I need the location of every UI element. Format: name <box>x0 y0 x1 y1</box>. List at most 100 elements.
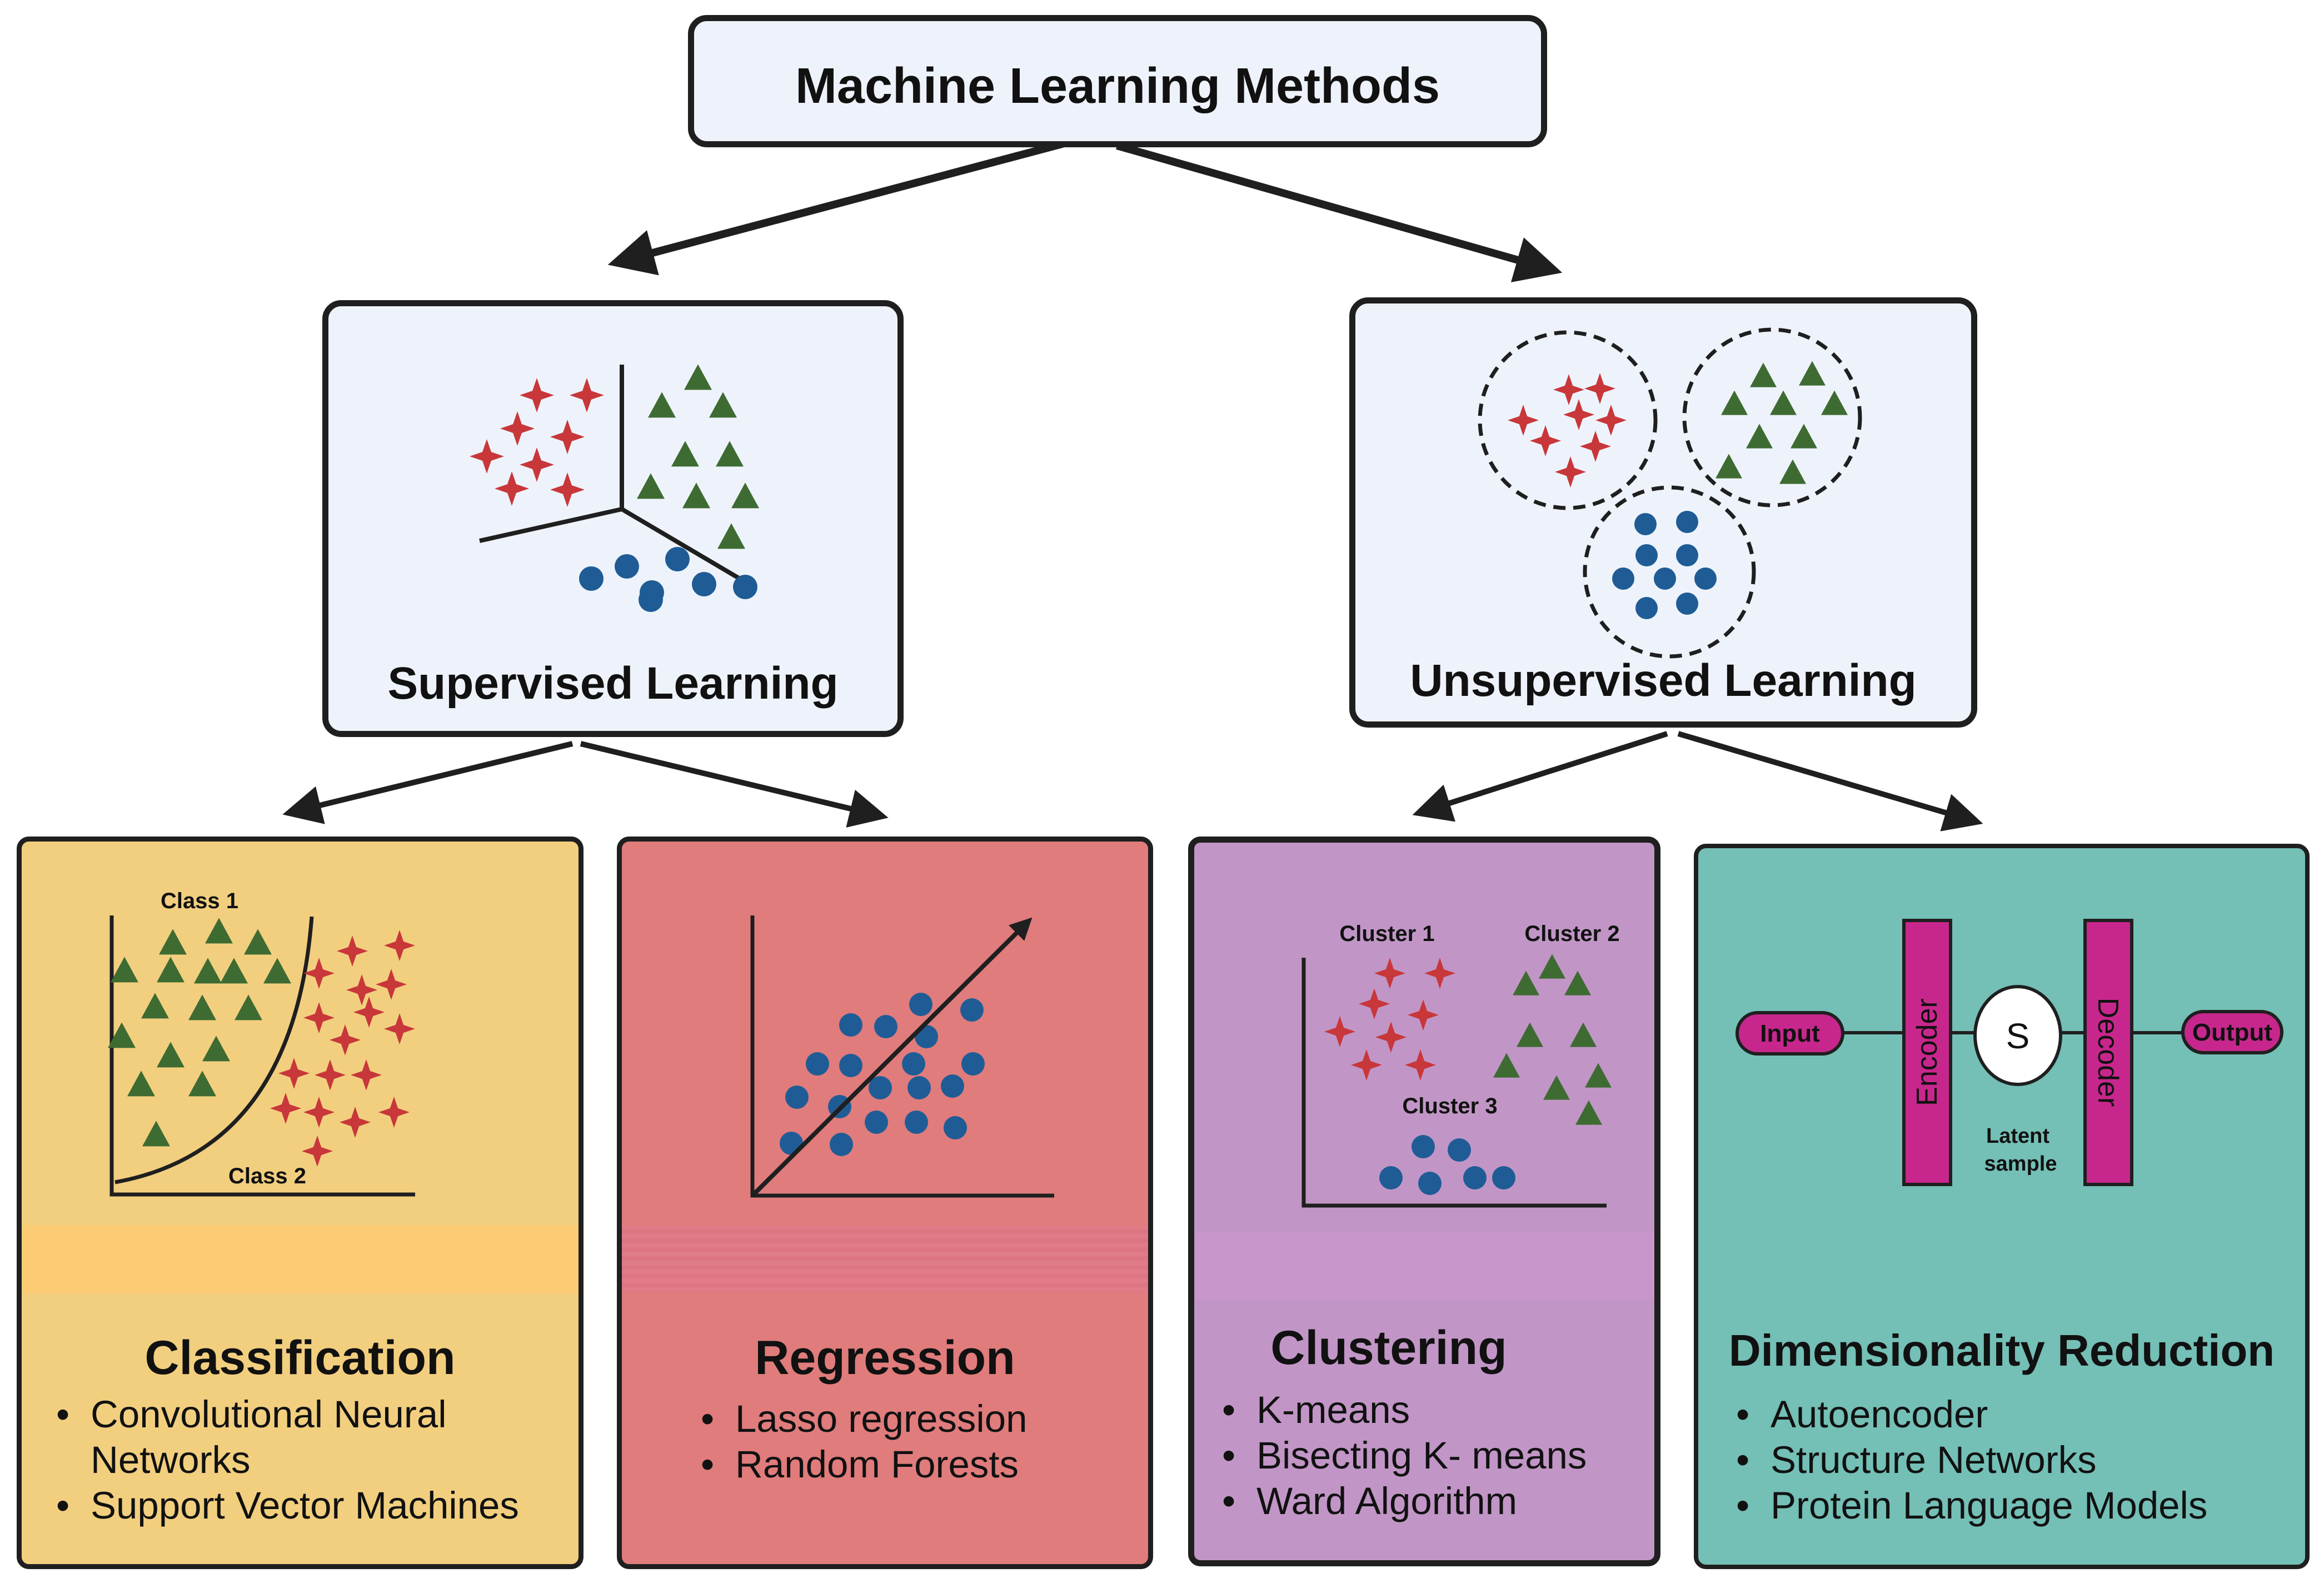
blue-dot-marker <box>1635 597 1658 619</box>
latent-node <box>1973 985 2062 1086</box>
supervised-illustration <box>470 364 759 612</box>
blue-dot-marker <box>639 588 663 612</box>
cluster-ring-stars <box>1478 330 1658 510</box>
blue-dot-marker <box>1634 513 1657 535</box>
green-triangle-marker <box>682 482 710 509</box>
classification-title: Classification <box>144 1331 456 1385</box>
red-star-marker <box>500 411 535 446</box>
blue-dot-marker <box>839 1054 862 1077</box>
regression-plot <box>750 915 1054 1198</box>
classification-green-triangles <box>108 918 291 1147</box>
blue-dot-marker <box>869 1076 892 1099</box>
output-node <box>2181 1010 2283 1054</box>
blue-dot-marker <box>615 554 639 579</box>
red-star-marker <box>303 958 335 989</box>
red-star-marker <box>303 1002 335 1033</box>
red-star-marker <box>270 1093 301 1124</box>
red-star-marker <box>346 974 377 1005</box>
blue-dot-marker <box>1418 1172 1442 1195</box>
latent-caption-line1: Latent <box>1986 1124 2049 1148</box>
list-item: Convolutional Neural Networks <box>44 1392 577 1483</box>
red-star-marker <box>340 1107 371 1138</box>
latent-label: S <box>2006 1016 2030 1056</box>
blue-dot-marker <box>665 547 690 571</box>
cluster-ring-triangles <box>1682 327 1862 507</box>
red-star-marker <box>1324 1016 1355 1047</box>
arrow-unsupervised-to-clustering <box>1412 731 1668 822</box>
cluster-1-label: Cluster 1 <box>1339 922 1434 946</box>
green-triangle-marker <box>709 392 737 418</box>
blue-dot-marker <box>1676 544 1698 566</box>
root-title: Machine Learning Methods <box>795 58 1440 114</box>
green-triangle-marker <box>1517 1022 1543 1047</box>
dimensionality-list: Autoencoder Structure Networks Protein L… <box>1724 1392 2302 1529</box>
green-triangle-marker <box>244 929 272 955</box>
regression-band <box>622 1225 1148 1293</box>
unsupervised-blue-dots <box>1612 511 1717 619</box>
dimensionality-card: Input Encoder S Latent sample Decoder Ou… <box>1694 844 2310 1569</box>
arrow-supervised-to-classification <box>282 741 573 824</box>
blue-dot-marker <box>692 572 716 596</box>
output-label: Output <box>2192 1019 2273 1046</box>
autoencoder-diagram: Input Encoder S Latent sample Decoder Ou… <box>1735 919 2283 1186</box>
green-triangle-marker <box>127 1071 155 1097</box>
input-label: Input <box>1760 1020 1820 1047</box>
red-star-marker <box>278 1058 310 1089</box>
decoder-label: Decoder <box>2092 998 2124 1107</box>
green-triangle-marker <box>220 958 248 984</box>
regression-blue-dots <box>780 993 985 1156</box>
green-triangle-marker <box>205 918 233 944</box>
red-star-marker <box>495 471 529 506</box>
green-triangle-marker <box>1715 454 1742 479</box>
unsupervised-green-triangles <box>1715 361 1848 484</box>
blue-dot-marker <box>839 1013 862 1037</box>
green-triangle-marker <box>1779 459 1806 484</box>
green-triangle-marker <box>717 523 745 549</box>
supervised-red-stars <box>470 378 604 507</box>
red-star-marker <box>1508 405 1539 436</box>
trend-arrow <box>752 917 1033 1196</box>
green-triangle-marker <box>1570 1022 1597 1047</box>
red-star-marker <box>1424 958 1455 989</box>
green-triangle-marker <box>1750 362 1777 387</box>
red-star-marker <box>1553 374 1584 405</box>
red-star-marker <box>550 472 585 507</box>
unsupervised-red-stars <box>1508 373 1627 487</box>
green-triangle-marker <box>1575 1100 1602 1125</box>
blue-dot-marker <box>941 1074 964 1098</box>
blue-dot-marker <box>1635 544 1658 566</box>
blue-dot-marker <box>1379 1166 1403 1189</box>
blue-dot-marker <box>907 1076 931 1099</box>
green-triangle-marker <box>111 957 138 983</box>
blue-dot-marker <box>1412 1135 1435 1158</box>
blue-dot-marker <box>944 1116 967 1139</box>
blue-dot-marker <box>830 1133 853 1156</box>
green-triangle-marker <box>1543 1075 1570 1100</box>
clustering-red-stars <box>1324 958 1455 1081</box>
green-triangle-marker <box>108 1022 136 1048</box>
green-triangle-marker <box>671 441 699 467</box>
green-triangle-marker <box>1791 424 1817 449</box>
encoder-label: Encoder <box>1911 998 1943 1106</box>
green-triangle-marker <box>1799 361 1826 386</box>
red-star-marker <box>351 1059 382 1091</box>
green-triangle-marker <box>141 993 169 1019</box>
classification-red-stars <box>270 930 415 1167</box>
green-triangle-marker <box>1721 390 1748 415</box>
arrow-root-to-unsupervised <box>1116 142 1563 282</box>
clustering-title: Clustering <box>1270 1321 1507 1375</box>
class-1-label: Class 1 <box>161 889 238 913</box>
cluster-3-label: Cluster 3 <box>1402 1094 1497 1118</box>
supervised-green-triangles <box>637 364 759 549</box>
green-triangle-marker <box>1770 390 1797 415</box>
list-item: Structure Networks <box>1724 1437 2302 1483</box>
green-triangle-marker <box>684 364 712 390</box>
regression-list: Lasso regression Random Forests <box>689 1396 1144 1487</box>
encoder-block <box>1902 919 1952 1186</box>
green-triangle-marker <box>235 994 262 1021</box>
green-triangle-marker <box>159 929 187 955</box>
blue-dot-marker <box>865 1111 888 1134</box>
list-item: K-means <box>1210 1387 1654 1433</box>
green-triangle-marker <box>202 1036 230 1062</box>
